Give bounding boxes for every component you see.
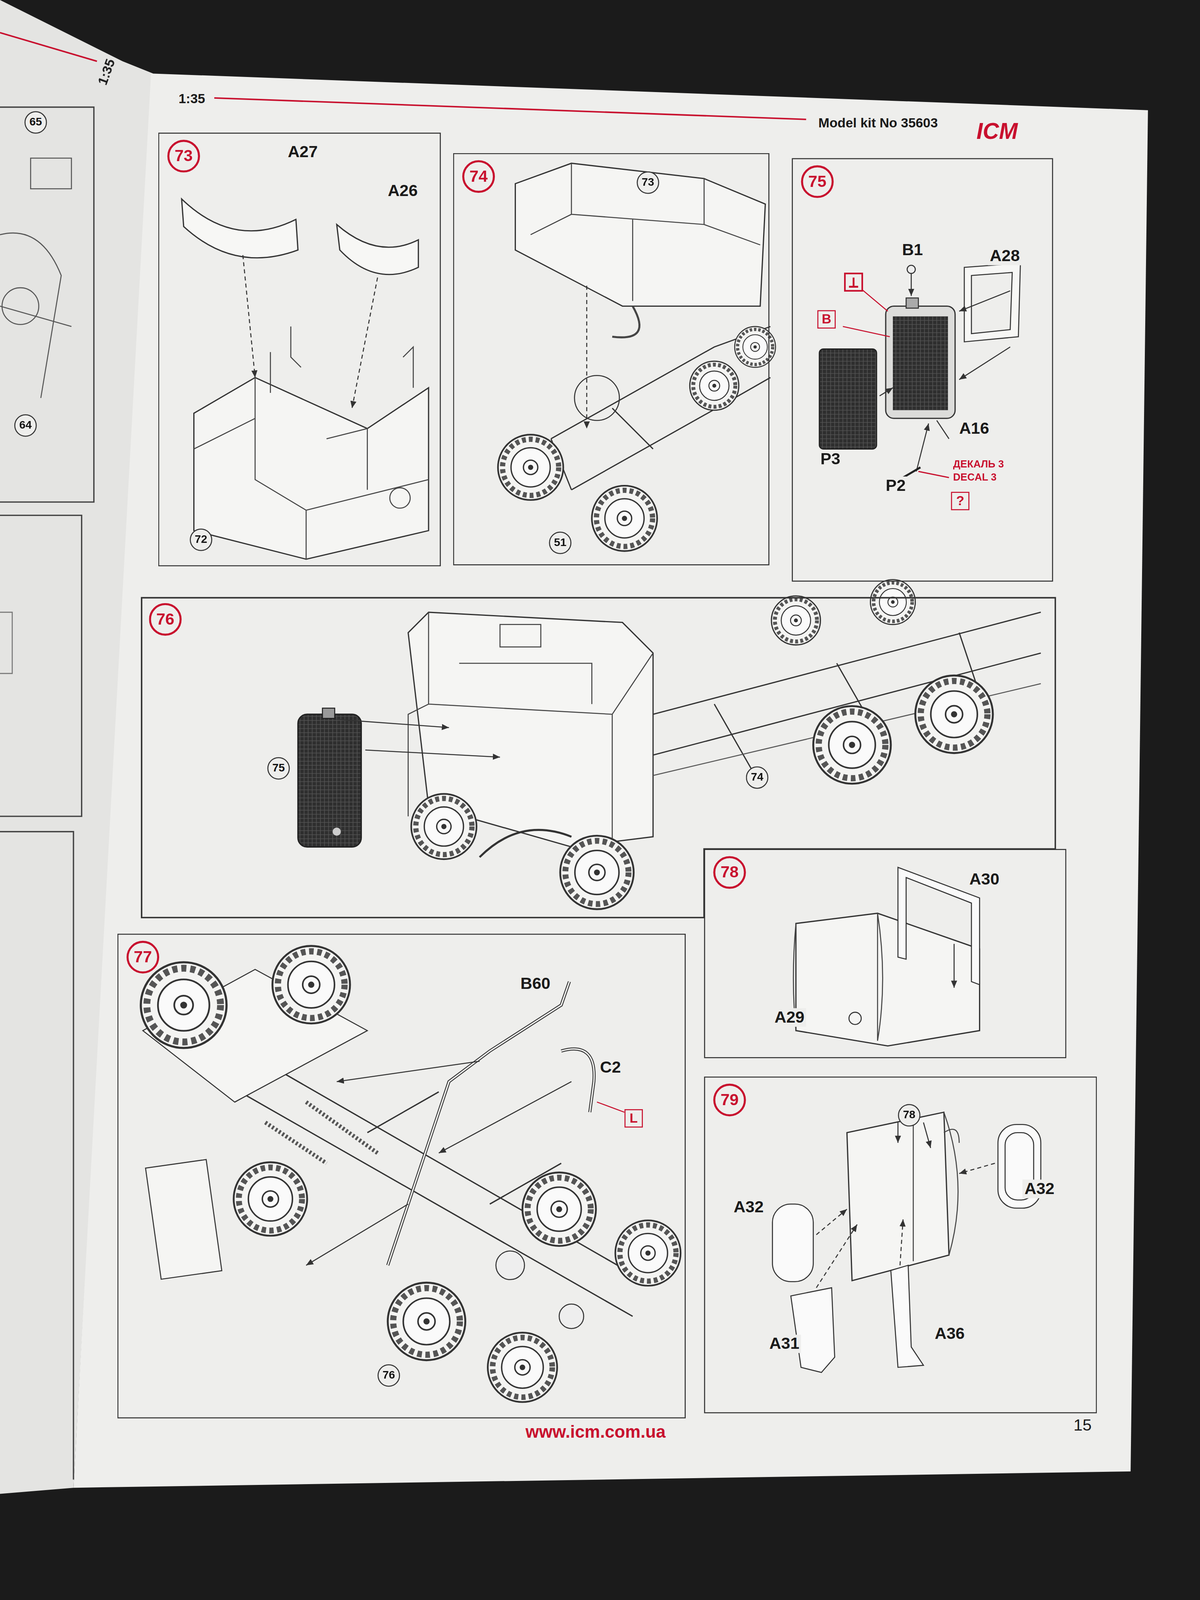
callout-number: 65 [24, 111, 48, 134]
callout-text: ? [955, 492, 964, 509]
callout-text: 65 [29, 115, 43, 128]
callout-text: 75 [272, 761, 285, 774]
callout-text: 74 [750, 770, 764, 783]
part-number: A32 [731, 1198, 766, 1217]
step-number: 76 [148, 603, 182, 636]
callout-text: 64 [19, 418, 33, 431]
part-number: C2 [598, 1058, 624, 1077]
page-text: 1:35 [176, 90, 208, 107]
callout-number: 72 [189, 528, 213, 552]
step-panel: 76 75 74 [140, 596, 1057, 919]
part-number: A30 [967, 870, 1002, 889]
page-text: www.icm.com.ua [523, 1422, 668, 1443]
callout-text: 78 [902, 1108, 916, 1121]
part-number: A31 [767, 1334, 802, 1353]
part-number: A32 [1022, 1179, 1057, 1199]
step-number: 77 [126, 940, 160, 974]
page-text: ICM [974, 118, 1020, 145]
step-panel: 75B? [791, 158, 1053, 582]
step-panel: 78 [703, 848, 1067, 1058]
part-number: P3 [818, 450, 843, 469]
callout-text: 72 [194, 532, 208, 545]
part-number: A16 [957, 419, 992, 438]
callout-text: L [629, 1110, 638, 1126]
step-number: 73 [167, 139, 200, 173]
part-number: A28 [987, 246, 1022, 266]
part-number: A26 [385, 181, 420, 200]
page-text: Model kit No 35603 [816, 115, 940, 131]
part-number: A27 [285, 142, 320, 162]
step-panel: 74 73 51 [453, 153, 770, 566]
marker-box: L [624, 1109, 643, 1128]
callout-number: 64 [14, 414, 37, 437]
step-number: 79 [713, 1083, 746, 1117]
page-text: ДЕКАЛЬ 3 [951, 458, 1006, 471]
callout-text: 51 [553, 535, 567, 549]
callout-number: 73 [636, 171, 660, 195]
part-number: B1 [900, 240, 925, 260]
callout-number: 74 [746, 766, 769, 789]
step-number: 74 [462, 160, 495, 193]
step-number: 75 [801, 165, 834, 199]
callout-text: 76 [382, 1368, 396, 1381]
part-number: A36 [932, 1324, 967, 1343]
step-panel: 79 78 [703, 1076, 1097, 1414]
callout-number: 51 [548, 531, 572, 555]
page-text: DECAL 3 [951, 471, 999, 484]
part-number: P2 [883, 476, 908, 495]
step-number: 78 [713, 855, 746, 889]
callout-number: 76 [377, 1364, 400, 1387]
part-number: A29 [772, 1008, 807, 1027]
marker-box: ? [951, 491, 970, 510]
callout-number: 75 [267, 757, 291, 780]
part-number: B60 [518, 974, 553, 993]
marker-box: B [817, 310, 836, 329]
page-text: 15 [1071, 1416, 1094, 1435]
callout-number: 78 [898, 1103, 921, 1127]
callout-text: B [821, 311, 832, 327]
callout-text: 73 [641, 175, 655, 188]
step-panel: 77L 76 [117, 933, 686, 1419]
